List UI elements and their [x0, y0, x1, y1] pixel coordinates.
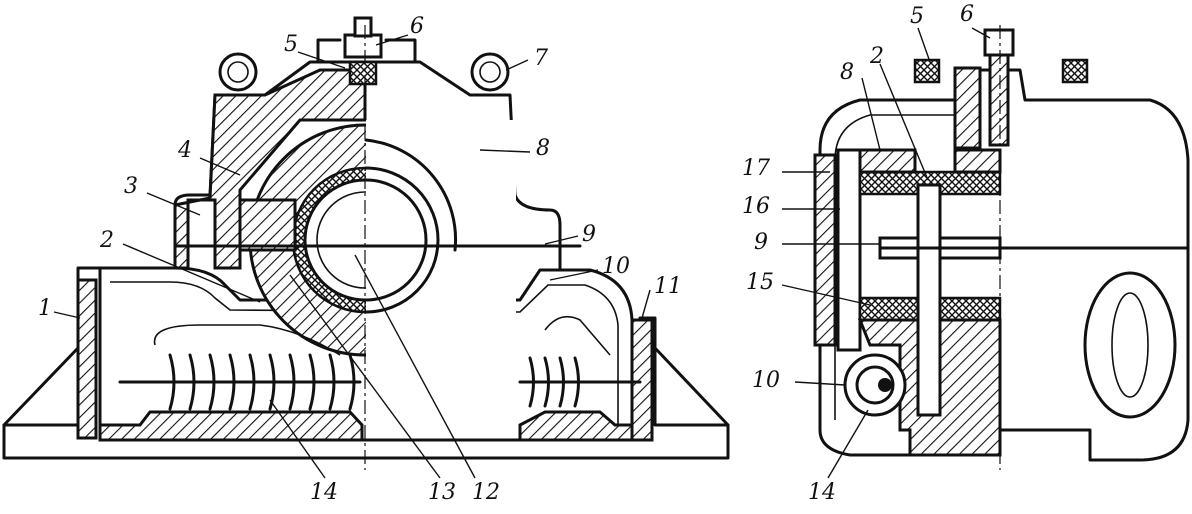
callout-right-5: 5 [910, 4, 924, 29]
callout-left-11: 11 [654, 274, 682, 299]
base-plate [2, 266, 730, 460]
base-slope-left [2, 346, 80, 427]
spring-left [118, 324, 362, 411]
callout-right-15: 15 [746, 270, 774, 295]
callout-left-2: 2 [100, 228, 114, 253]
base-floor [98, 410, 364, 442]
oil-ring [916, 183, 942, 417]
right-half-mask [366, 120, 516, 360]
right-half-arc [364, 166, 440, 314]
lifting-eye-left-inner [227, 61, 249, 83]
callout-left-13: 13 [428, 480, 456, 505]
right-top-bolt [983, 28, 1015, 57]
key-block [238, 198, 297, 252]
callout-right-16: 16 [742, 194, 770, 219]
callout-left-4: 4 [178, 138, 192, 163]
right-spring-core [878, 378, 892, 392]
right-spring [843, 353, 907, 417]
callout-right-10: 10 [752, 368, 780, 393]
end-cover-right [630, 318, 654, 442]
right-upper-block [858, 148, 1002, 174]
callout-left-1: 1 [38, 296, 52, 321]
base-floor-right [518, 410, 634, 442]
callout-left-7: 7 [534, 46, 548, 71]
leader-lines [53, 27, 991, 479]
lifting-eye-left [218, 52, 258, 92]
lower-housing-inner [110, 281, 619, 430]
callout-left-5: 5 [284, 32, 298, 57]
callout-right-8: 8 [840, 60, 854, 85]
callout-left-10: 10 [602, 254, 630, 279]
oil-window [1083, 271, 1177, 419]
callout-left-6: 6 [410, 14, 424, 39]
oil-window-inner [1111, 292, 1149, 398]
callout-right-14: 14 [808, 480, 836, 505]
right-spring-inner [855, 365, 895, 405]
callout-left-3: 3 [124, 174, 138, 199]
callout-right-6: 6 [960, 2, 974, 27]
spring-right [518, 315, 642, 408]
base-slope-right [653, 346, 730, 427]
right-flange [953, 66, 982, 150]
right-top-bolt-stem [988, 53, 1010, 147]
left-view [2, 16, 730, 470]
callout-right-9: 9 [754, 230, 768, 255]
callout-left-14: 14 [310, 480, 338, 505]
end-cover-left [76, 278, 98, 440]
callout-left-9: 9 [582, 222, 596, 247]
callout-right-17: 17 [742, 156, 770, 181]
top-cap-base [316, 38, 417, 64]
right-end-plate [836, 148, 862, 352]
lifting-eye-right-inner [479, 61, 501, 83]
callout-left-8: 8 [536, 136, 550, 161]
right-half-arc2 [364, 178, 428, 302]
top-cap-nut [343, 33, 383, 59]
grease-nipple [348, 60, 378, 86]
upper-cap-hatch [173, 68, 367, 270]
top-cap-stem [353, 16, 373, 38]
right-nipple-right [1061, 58, 1089, 84]
callout-right-2: 2 [870, 44, 884, 69]
right-half-arc3 [364, 138, 458, 252]
right-nipple-left [913, 58, 941, 84]
lower-housing [98, 266, 634, 442]
right-view [813, 25, 1190, 470]
callout-left-12: 12 [472, 480, 500, 505]
lifting-eye-right [470, 52, 510, 92]
right-housing-outline [818, 68, 1190, 462]
right-end-cover [813, 153, 837, 347]
